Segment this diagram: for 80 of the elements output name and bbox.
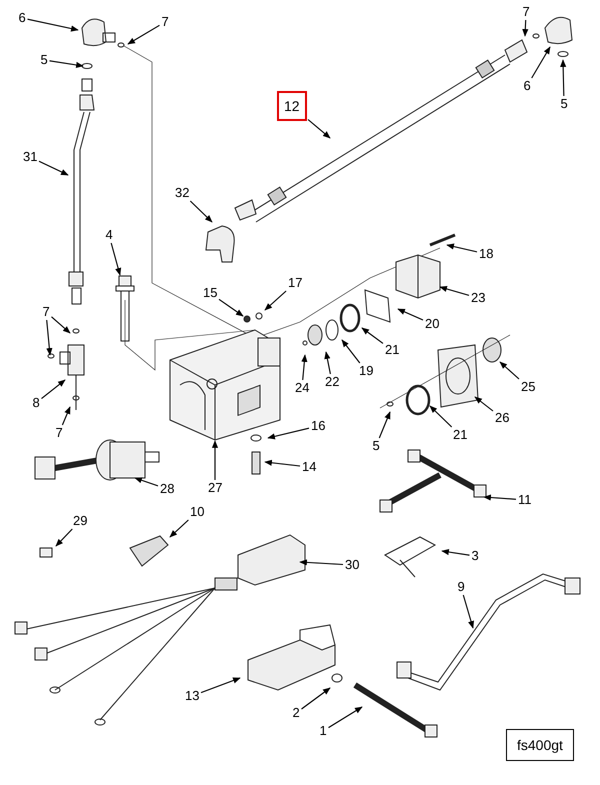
callout-number: 19 [358,364,374,378]
leader-line [441,549,470,556]
callout-number: 23 [470,291,486,305]
leader-line [308,119,331,138]
leader-line [38,160,69,176]
callout-number: 21 [384,343,400,357]
leader-line [397,308,424,320]
leader-line [46,320,52,356]
callout-number: 5 [560,97,569,111]
callout-number: 12 [277,91,307,121]
leader-line [299,559,344,566]
leader-line [301,688,331,710]
callout-number: 6 [18,11,27,25]
callout-number: 5 [372,439,381,453]
leader-line [439,286,470,296]
callout-number: 4 [104,228,114,242]
leader-line [127,24,160,44]
leader-line [301,354,308,380]
leader-line [49,60,84,68]
leader-line [134,477,158,486]
leader-line [264,290,286,311]
callout-number: 29 [72,514,88,528]
callout-number: 25 [520,380,536,394]
leader-line [62,406,70,426]
leader-line [324,351,331,374]
leader-line [55,528,73,547]
callout-number: 11 [517,493,532,507]
callout-number: 8 [32,396,41,410]
callout-number: 20 [424,317,440,331]
callout-number: 7 [42,305,51,319]
leader-line [462,594,474,629]
leader-line [51,316,71,334]
leader-line [474,396,494,412]
leader-line [27,18,79,32]
callout-number: 26 [494,411,510,425]
leader-line [429,405,452,428]
callout-number: 16 [310,419,326,433]
leader-line [110,242,122,276]
callout-number: 9 [456,580,466,594]
leader-line [212,440,218,480]
leader-line [531,46,550,78]
leader-line [169,520,189,538]
callout-number: 15 [202,286,218,300]
callout-number: 22 [324,375,340,389]
leader-line [560,59,566,96]
callout-number: 28 [159,482,176,496]
callout-number: 7 [54,426,64,440]
leader-line [499,361,520,380]
callout-number: 13 [184,689,200,703]
leader-line [483,494,516,501]
leader-line [200,677,241,694]
leader-line [218,298,244,316]
leader-line [264,460,300,467]
callout-number: 7 [522,5,531,19]
leader-line [446,244,478,252]
callout-number: 21 [452,428,468,442]
callout-number: 30 [344,558,360,572]
callout-number: 5 [40,53,49,67]
leader-line [41,380,66,400]
callout-number: 27 [207,481,224,495]
leader-line [328,706,363,728]
leader-line [267,428,310,440]
callout-number: 14 [301,460,318,474]
callout-number: 17 [287,276,304,290]
drawing-id-label: fs400gt [506,729,574,761]
callout-number: 31 [22,150,38,164]
callout-number: 6 [522,79,532,93]
leader-line [190,200,213,223]
callout-number: 3 [470,549,480,563]
callout-number: 2 [292,706,301,720]
callout-number: 32 [174,186,190,200]
leader-line [342,339,360,364]
leader-line [378,411,390,438]
callout-number: 10 [189,505,206,519]
callout-number: 24 [294,381,310,395]
callout-number: 7 [160,15,170,29]
leader-line [361,328,384,344]
leader-line [522,20,528,37]
callout-number: 1 [318,724,328,738]
callout-number: 18 [478,247,494,261]
